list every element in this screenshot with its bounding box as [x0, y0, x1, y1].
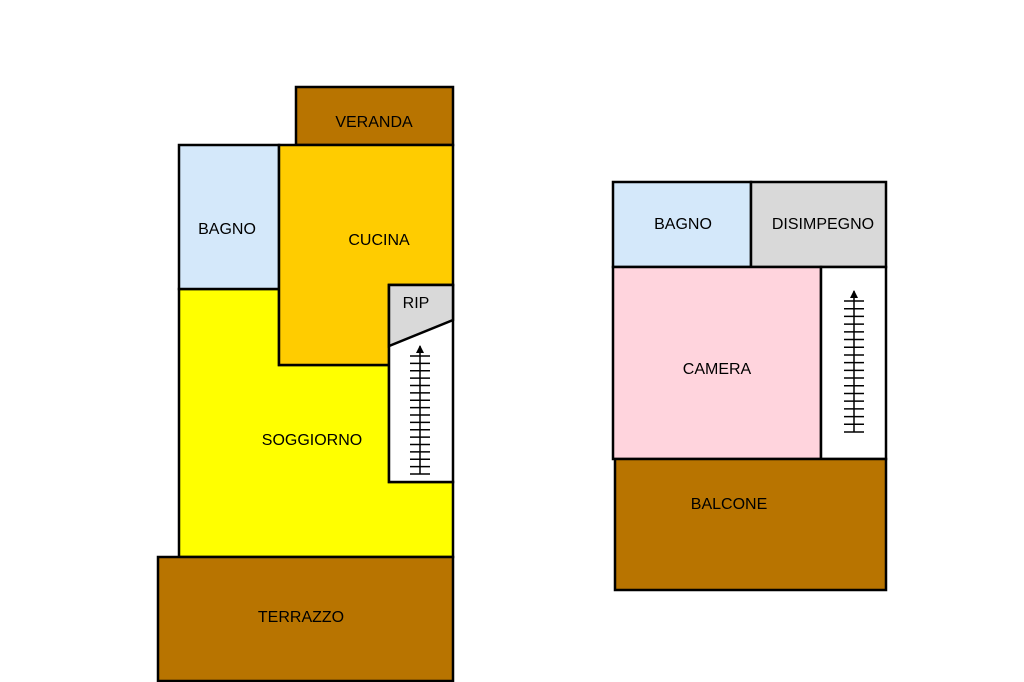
- bagno-ground-label: BAGNO: [198, 221, 256, 238]
- soggiorno-label: SOGGIORNO: [262, 432, 362, 449]
- upper-floor-plan: BAGNO DISIMPEGNO CAMERA BALCONE: [611, 180, 888, 592]
- staircase-up-arrow-icon: [844, 290, 864, 433]
- ground-floor-plan: VERANDA SOGGIORNO BAGNO CUCINA RIP TERRA…: [156, 85, 455, 682]
- room-ripostiglio: [387, 283, 455, 348]
- room-veranda: [294, 85, 455, 147]
- room-disimpegno: [749, 180, 888, 269]
- stair-arrow-head: [850, 290, 858, 298]
- room-bagno-upper: [611, 180, 753, 269]
- room-bagno-ground: [177, 143, 281, 291]
- cucina-label: CUCINA: [348, 232, 410, 249]
- stair-arrow-head: [416, 345, 424, 353]
- room-terrazzo: [156, 555, 455, 682]
- veranda-label: VERANDA: [335, 114, 413, 131]
- room-balcone: [613, 457, 888, 592]
- ripostiglio-label: RIP: [403, 295, 430, 312]
- balcone-label: BALCONE: [691, 496, 767, 513]
- terrazzo-label: TERRAZZO: [258, 609, 344, 626]
- room-camera: [611, 265, 823, 461]
- staircase-up-arrow-icon: [410, 345, 430, 475]
- camera-label: CAMERA: [683, 361, 752, 378]
- disimpegno-label: DISIMPEGNO: [772, 216, 874, 233]
- bagno-upper-label: BAGNO: [654, 216, 712, 233]
